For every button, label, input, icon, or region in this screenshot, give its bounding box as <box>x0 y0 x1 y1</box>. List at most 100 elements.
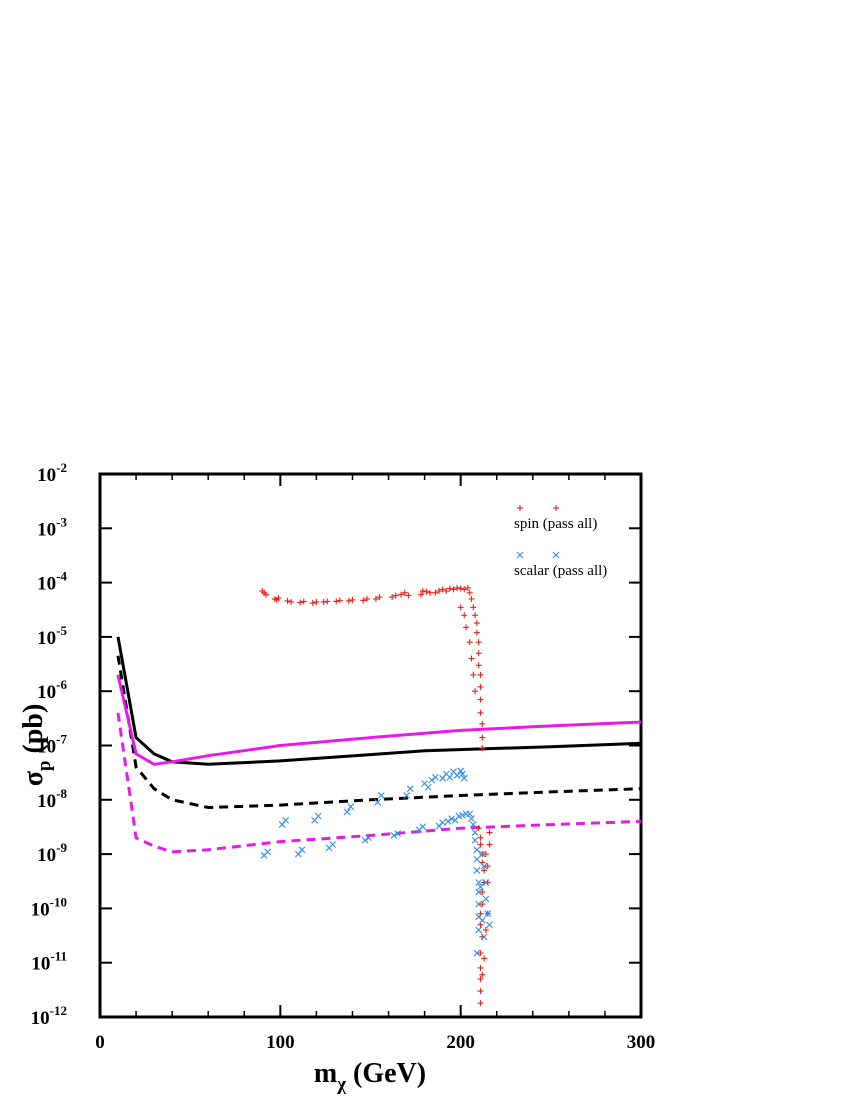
scalar-point <box>394 830 401 837</box>
scalar-point <box>432 773 439 781</box>
spin-point <box>470 671 477 678</box>
spin-point <box>454 584 461 591</box>
spin-point <box>450 586 457 593</box>
limit-line-magenta-solid <box>116 674 642 766</box>
spin-point <box>468 655 475 662</box>
scalar-point <box>403 792 410 799</box>
spin-point <box>466 589 473 596</box>
spin-point <box>439 586 446 593</box>
scalar-point <box>406 785 414 793</box>
spin-point <box>477 976 484 983</box>
x-tick-label: 100 <box>266 1032 295 1053</box>
scalar-point <box>374 798 382 806</box>
scalar-point <box>448 815 456 823</box>
spin-point <box>461 586 468 593</box>
spin-point <box>392 592 399 599</box>
spin-point <box>479 901 486 908</box>
spin-point <box>376 594 383 601</box>
scalar-point <box>343 808 351 816</box>
y-axis-title: σp (pb) <box>18 704 55 787</box>
scalar-point <box>473 949 481 957</box>
spin-point <box>419 588 426 595</box>
y-tick-label: 10-6 <box>37 677 67 703</box>
spin-point <box>473 620 480 627</box>
spin-point <box>405 592 412 599</box>
scalar-point <box>482 879 490 886</box>
x-tick-label: 200 <box>446 1032 475 1053</box>
spin-point <box>475 650 482 657</box>
spin-point <box>461 612 468 619</box>
spin-point <box>363 595 370 602</box>
scalar-point <box>282 816 290 824</box>
scalar-point <box>473 846 481 854</box>
y-tick-label: 10-3 <box>37 514 67 540</box>
spin-point <box>477 671 484 678</box>
spin-point <box>457 585 464 592</box>
x-tick-label: 0 <box>95 1032 105 1053</box>
y-tick-label: 10-5 <box>37 623 67 649</box>
y-tick-label: 10-4 <box>37 569 67 595</box>
limit-line-black-solid <box>116 636 642 766</box>
spin-point <box>479 720 486 727</box>
spin-point <box>423 588 430 595</box>
scalar-point <box>480 862 488 870</box>
spin-point <box>477 683 484 690</box>
scalar-point <box>264 848 272 856</box>
scalar-point <box>482 895 490 903</box>
spin-point <box>443 588 450 595</box>
spin-point <box>336 597 343 604</box>
spin-point <box>472 612 479 619</box>
spin-point <box>401 589 408 596</box>
spin-point <box>398 591 405 598</box>
spin-point <box>372 595 379 602</box>
spin-point <box>482 927 489 934</box>
spin-point <box>309 600 316 607</box>
spin-point <box>477 696 484 703</box>
spin-point <box>484 863 491 870</box>
spin-point <box>475 662 482 669</box>
scalar-point <box>314 812 322 820</box>
spin-point <box>475 639 482 646</box>
y-tick-label: 10-2 <box>37 460 67 486</box>
spin-point <box>477 709 484 716</box>
spin-point <box>473 629 480 636</box>
scalar-point <box>478 850 486 858</box>
scalar-point <box>444 818 452 825</box>
spin-point <box>486 829 493 836</box>
legend-scalar-marker <box>552 551 560 559</box>
spin-point <box>297 599 304 606</box>
scalar-point <box>475 900 483 908</box>
legend-spin-marker <box>517 505 523 511</box>
spin-point <box>427 589 434 596</box>
scalar-point <box>460 774 468 782</box>
spin-point <box>477 988 484 995</box>
spin-point <box>300 598 307 605</box>
spin-point <box>432 589 439 596</box>
spin-point <box>457 604 464 611</box>
spin-point <box>479 971 486 978</box>
spin-point <box>284 597 291 604</box>
spin-point <box>479 744 486 751</box>
spin-point <box>477 964 484 971</box>
points-layer <box>259 584 493 1007</box>
scalar-point <box>446 773 454 781</box>
scalar-point <box>298 846 306 854</box>
scalar-point <box>471 829 479 836</box>
scalar-point <box>475 879 483 886</box>
scalar-point <box>329 841 337 848</box>
legend-spin-marker <box>553 505 559 511</box>
scalar-point <box>453 772 461 779</box>
x-axis-title: mχ (GeV) <box>314 1058 426 1095</box>
spin-point <box>475 825 482 832</box>
spin-point <box>464 584 471 591</box>
spin-point <box>479 734 486 741</box>
y-tick-label: 10-7 <box>37 732 67 758</box>
limit-line-magenta-dashed <box>116 712 642 854</box>
spin-point <box>481 867 488 874</box>
legend-spin-label: spin (pass all) <box>514 516 597 532</box>
scalar-point <box>475 888 483 896</box>
spin-point <box>349 596 356 603</box>
scalar-point <box>484 910 492 918</box>
spin-point <box>477 1000 484 1007</box>
limit-line-black-dashed <box>116 655 642 810</box>
